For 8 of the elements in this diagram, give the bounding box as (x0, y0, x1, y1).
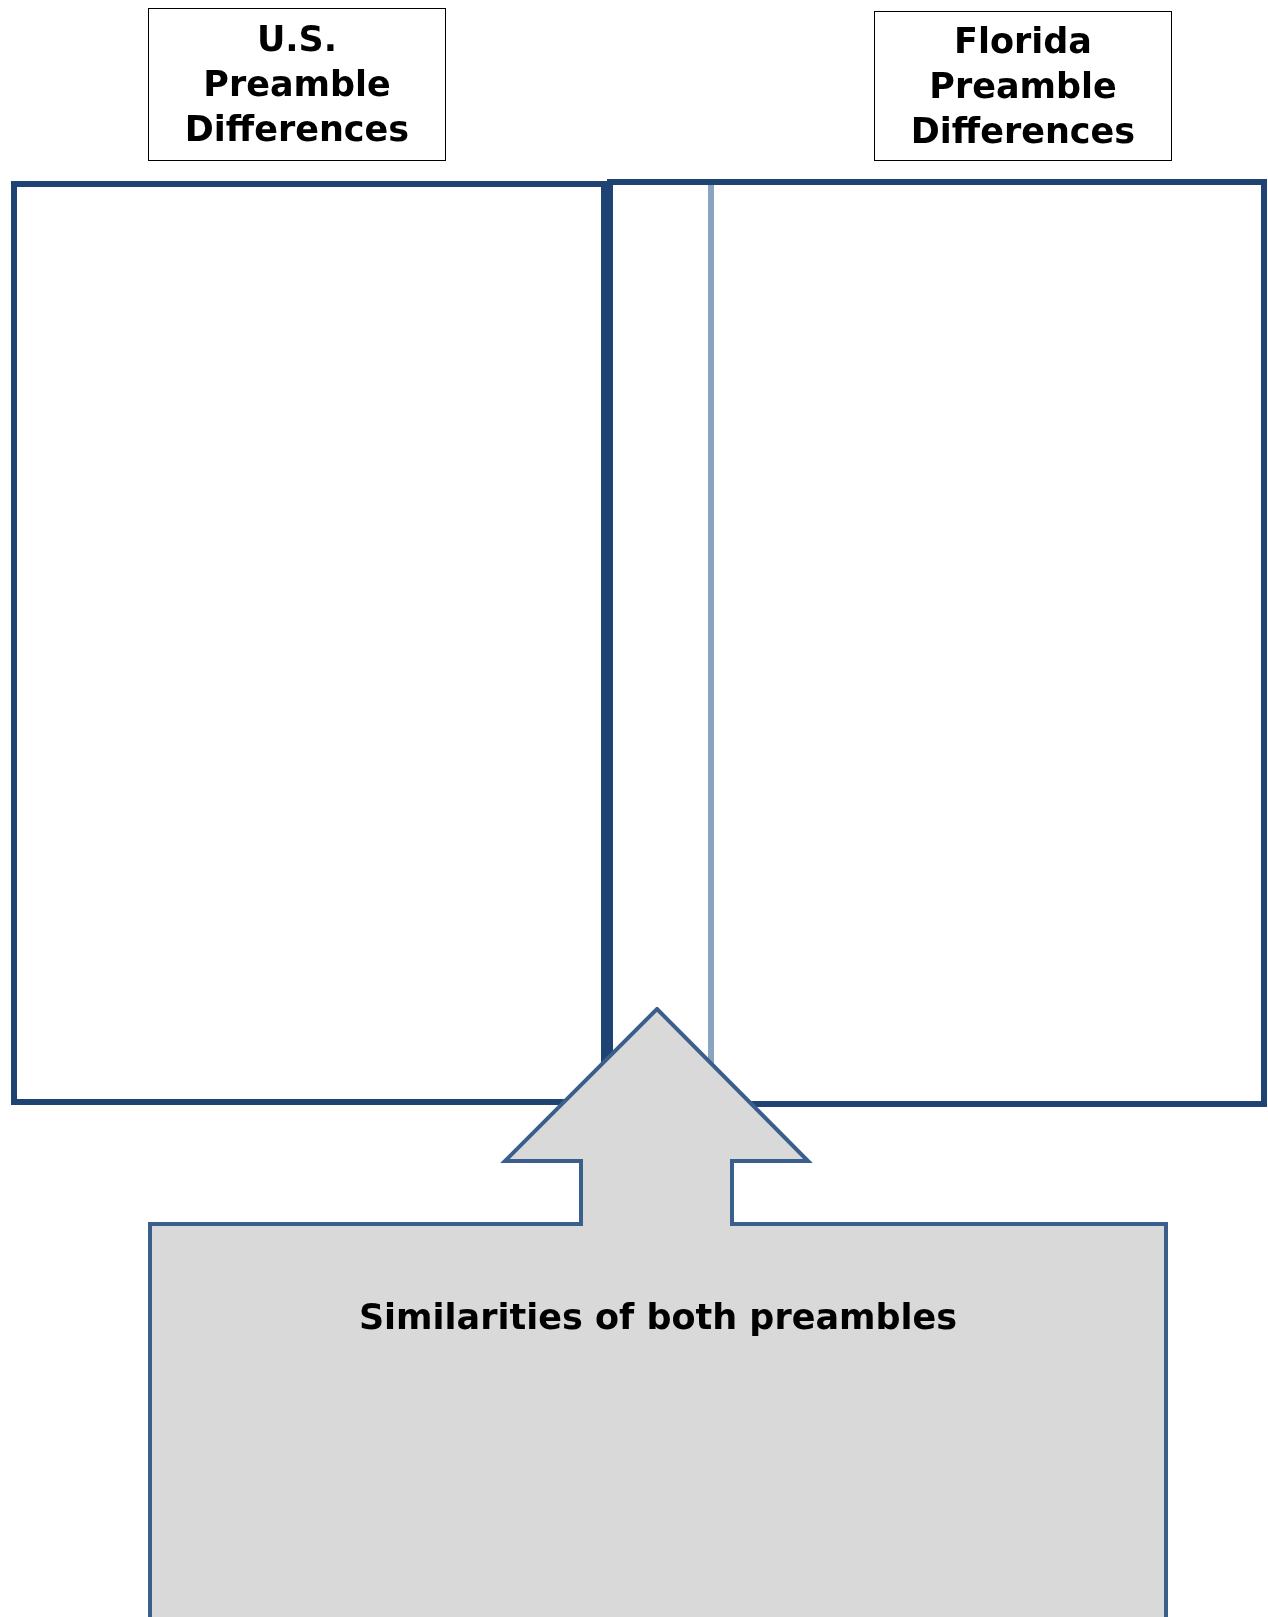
heading-box (148, 8, 446, 161)
callout-text: Similarities of both preambles (357, 1297, 959, 1337)
heading-box (874, 11, 1172, 161)
empty-box (607, 179, 1267, 1107)
heading-text: U.S. Preamble Differences (183, 18, 411, 151)
arrow-callout (148, 1007, 1168, 1617)
empty-box (11, 181, 607, 1105)
heading-text: Florida Preamble Differences (909, 19, 1137, 153)
